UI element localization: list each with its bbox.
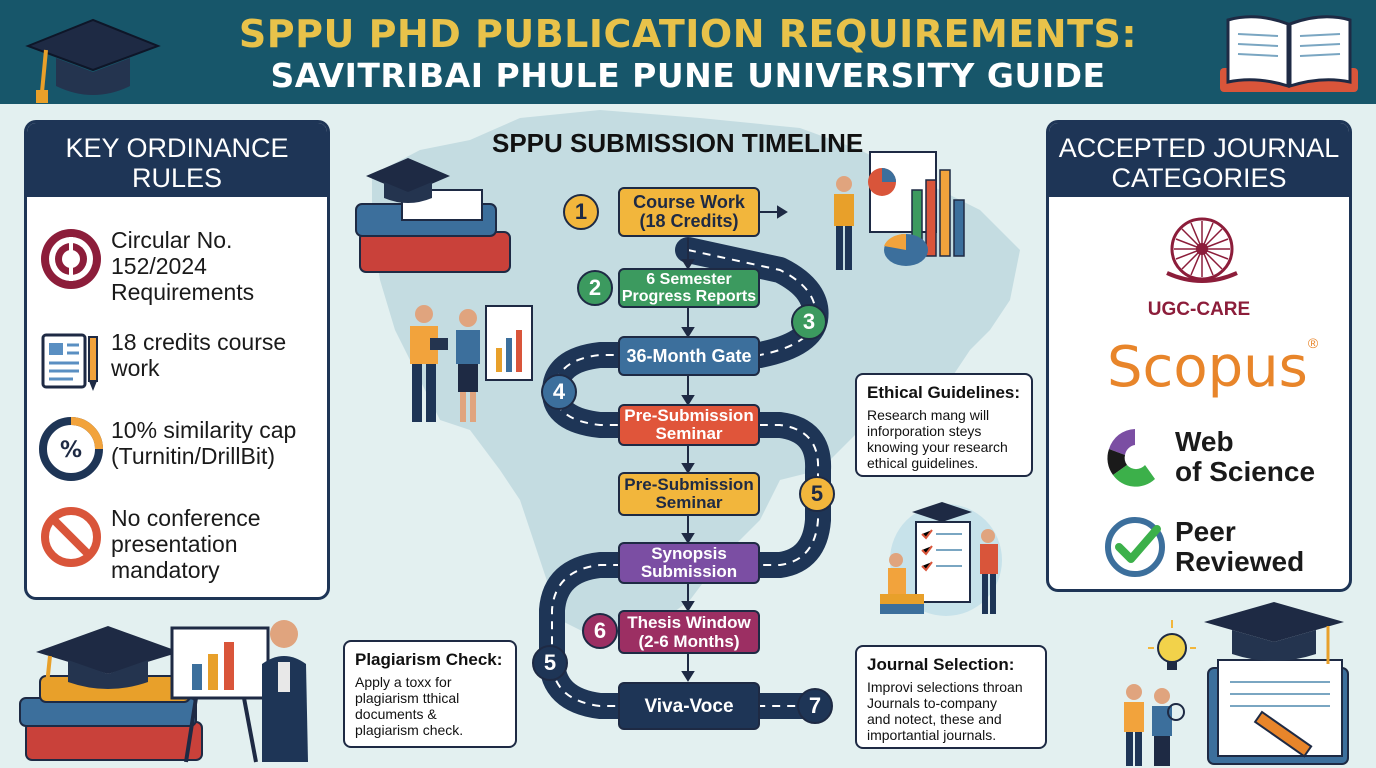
note-body: Research mang will inforporation steys k… bbox=[867, 407, 1021, 471]
note-line: Journals to-company bbox=[867, 695, 997, 711]
note-line: knowing your research bbox=[867, 439, 1008, 455]
step-label-line2: (2-6 Months) bbox=[638, 632, 740, 651]
note-line: importantial journals. bbox=[867, 727, 997, 743]
books-stack-icon bbox=[355, 158, 511, 273]
panel-title-line1: ACCEPTED JOURNAL bbox=[1058, 133, 1340, 163]
step-label-line1: Pre-Submission bbox=[624, 475, 754, 494]
timeline-step-viva-voce: Viva-Voce bbox=[618, 682, 760, 730]
rule-text: No conference presentation mandatory bbox=[111, 505, 261, 583]
note-line: plagiarism tthical bbox=[355, 690, 460, 706]
rule-text: 18 credits course work bbox=[111, 329, 287, 381]
document-pencil-icon bbox=[41, 333, 98, 391]
note-line: documents & bbox=[355, 706, 437, 722]
step-label-line2: Seminar bbox=[655, 424, 723, 443]
rule-item: % 10% similarity cap (Turnitin/DrillBit) bbox=[39, 417, 321, 481]
rule-item: No conference presentation mandatory bbox=[39, 505, 311, 583]
step-label-line1: Synopsis bbox=[651, 544, 727, 563]
note-line: Improvi selections throan bbox=[867, 679, 1023, 695]
step-label-line1: 6 Semester bbox=[646, 271, 732, 288]
step-label-line1: Viva-Voce bbox=[644, 695, 734, 717]
step-label-line1: Thesis Window bbox=[627, 613, 751, 632]
timeline-step-synopsis-submission: Synopsis Submission bbox=[618, 542, 760, 584]
step-number-badge: 7 bbox=[797, 688, 833, 724]
registered-mark: ® bbox=[1307, 335, 1319, 351]
step-number-badge: 6 bbox=[582, 613, 618, 649]
peer-line1: Peer bbox=[1175, 516, 1236, 547]
scholars-book-illustration bbox=[1124, 602, 1349, 766]
accepted-journal-categories-panel: ACCEPTED JOURNAL CATEGORIES UGC-CARE Sco… bbox=[1046, 120, 1352, 592]
rule-item: 18 credits course work bbox=[39, 329, 311, 393]
analytics-presenter-illustration bbox=[834, 151, 965, 270]
prohibited-icon bbox=[41, 507, 101, 567]
open-book-icon bbox=[1220, 15, 1358, 92]
note-body: Improvi selections throan Journals to-co… bbox=[867, 679, 1035, 743]
panel-title-line1: KEY ORDINANCE bbox=[65, 133, 289, 163]
timeline-step-thesis-window: Thesis Window (2-6 Months) bbox=[618, 610, 760, 654]
ugc-emblem-icon bbox=[1166, 217, 1238, 283]
note-line: ethical guidelines. bbox=[867, 455, 979, 471]
note-line: plagiarism check. bbox=[355, 722, 464, 738]
page-title-line1: SPPU PHD PUBLICATION REQUIREMENTS: bbox=[238, 12, 1138, 56]
step-number-badge: 5 bbox=[532, 645, 568, 681]
ugc-care-label: UGC-CARE bbox=[1147, 299, 1251, 320]
researchers-illustration bbox=[410, 305, 533, 422]
books-presentation-illustration bbox=[19, 620, 308, 763]
checklist-study-illustration bbox=[880, 502, 1002, 616]
note-title: Ethical Guidelines: bbox=[867, 383, 1021, 402]
peer-reviewed-label: Peer Reviewed bbox=[1175, 517, 1304, 577]
note-body: Apply a toxx for plagiarism tthical docu… bbox=[355, 674, 505, 738]
seal-icon bbox=[41, 229, 101, 289]
scopus-logo: Scopus® bbox=[1107, 335, 1318, 400]
scopus-wordmark: Scopus bbox=[1107, 335, 1308, 400]
panel-header: KEY ORDINANCE RULES bbox=[27, 123, 327, 197]
note-title: Plagiarism Check: bbox=[355, 650, 503, 669]
graduation-cap-icon bbox=[25, 18, 161, 103]
step-number-badge: 4 bbox=[541, 374, 577, 410]
web-of-science-icon bbox=[1107, 429, 1155, 487]
timeline-step-pre-submission-seminar: Pre-Submission Seminar bbox=[618, 404, 760, 446]
step-label-line2: Seminar bbox=[655, 493, 723, 512]
panel-header: ACCEPTED JOURNAL CATEGORIES bbox=[1049, 123, 1349, 197]
panel-title-line2: RULES bbox=[131, 163, 223, 193]
timeline-step-36-month-gate: 36-Month Gate bbox=[618, 336, 760, 376]
timeline-title: SPPU SUBMISSION TIMELINE bbox=[492, 128, 864, 158]
step-label-line2: Submission bbox=[640, 562, 738, 581]
ethical-guidelines-note: Ethical Guidelines: Research mang will i… bbox=[855, 373, 1033, 477]
peer-line2: Reviewed bbox=[1175, 546, 1305, 577]
step-number-badge: 5 bbox=[799, 476, 835, 512]
step-label-line1: Pre-Submission bbox=[624, 406, 754, 425]
timeline-step-pre-submission-seminar-2: Pre-Submission Seminar bbox=[618, 472, 760, 516]
key-ordinance-rules-panel: KEY ORDINANCE RULES Circular No. 152/202… bbox=[24, 120, 330, 600]
timeline-step-course-work: Course Work (18 Credits) bbox=[618, 187, 760, 237]
percent-glyph: % bbox=[60, 438, 82, 463]
rule-item: Circular No. 152/2024 Requirements bbox=[39, 227, 311, 305]
note-title: Journal Selection: bbox=[867, 655, 1015, 674]
percent-icon: % bbox=[39, 417, 103, 481]
step-label-line1: Course Work bbox=[633, 192, 745, 212]
header-banner bbox=[0, 0, 1376, 104]
page-title-line2: SAVITRIBAI PHULE PUNE UNIVERSITY GUIDE bbox=[270, 56, 1106, 95]
panel-title-line2: CATEGORIES bbox=[1111, 163, 1287, 193]
step-number-badge: 3 bbox=[791, 304, 827, 340]
plagiarism-check-note: Plagiarism Check: Apply a toxx for plagi… bbox=[343, 640, 517, 748]
note-line: Research mang will bbox=[867, 407, 990, 423]
note-line: inforporation steys bbox=[867, 423, 982, 439]
timeline-step-progress-reports: 6 Semester Progress Reports bbox=[618, 268, 760, 308]
step-label-line2: Progress Reports bbox=[621, 288, 757, 305]
step-label-line2: (18 Credits) bbox=[639, 211, 739, 231]
note-line: Apply a toxx for bbox=[355, 674, 452, 690]
rule-text: Circular No. 152/2024 Requirements bbox=[111, 227, 255, 305]
note-line: and notect, these and bbox=[867, 711, 1002, 727]
step-number-badge: 1 bbox=[563, 194, 599, 230]
wos-line1: Web bbox=[1175, 426, 1234, 457]
web-of-science-label: Web of Science bbox=[1175, 427, 1315, 487]
rule-text: 10% similarity cap (Turnitin/DrillBit) bbox=[111, 417, 297, 469]
journal-selection-note: Journal Selection: Improvi selections th… bbox=[855, 645, 1047, 749]
peer-reviewed-check-icon bbox=[1105, 517, 1165, 577]
step-number-badge: 2 bbox=[577, 270, 613, 306]
wos-line2: of Science bbox=[1175, 456, 1316, 487]
step-label-line1: 36-Month Gate bbox=[626, 345, 752, 366]
